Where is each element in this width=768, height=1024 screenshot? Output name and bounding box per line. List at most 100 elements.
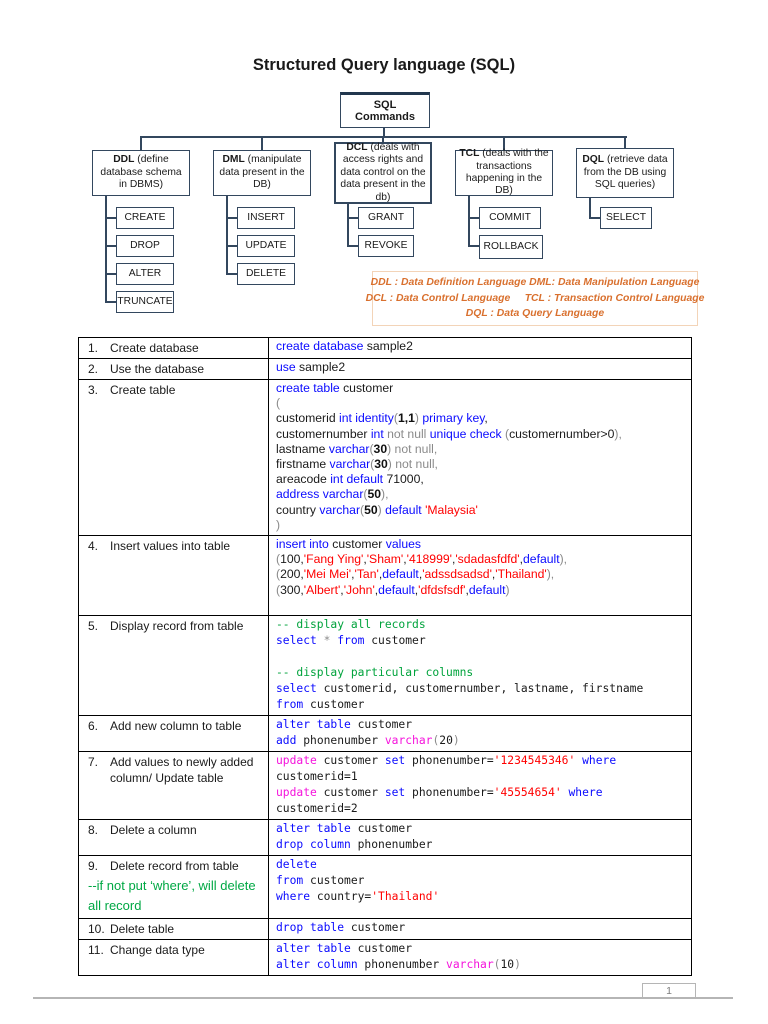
row-number: 2. — [88, 362, 99, 376]
row-number: 10. — [88, 922, 105, 937]
table-row: 2.Use the database use sample2 — [78, 358, 692, 380]
task-label-cell: 1. Create database — [78, 337, 269, 359]
category-label: DQL (retrieve data from the DB using SQL… — [582, 154, 668, 191]
diagram-command-truncate: TRUNCATE — [116, 291, 174, 313]
connector-line — [105, 273, 116, 275]
sql-commands-diagram: SQL Commands DDL (define database schema… — [0, 0, 768, 340]
code-line: add phonenumber varchar(20) — [276, 734, 460, 748]
row-label: Add values to newly added column/ Update… — [110, 755, 254, 786]
task-label-cell: 8.Delete a column — [78, 819, 269, 857]
table-row: 6.Add new column to table alter table cus… — [78, 715, 692, 753]
code-line: lastname varchar(30) not null, — [276, 441, 438, 456]
sql-code-cell: insert into customer values(100,'Fang Yi… — [268, 535, 692, 617]
diagram-category-ddl: DDL (define database schema in DBMS) — [92, 150, 190, 196]
legend-line: DDL : Data Definition Language DML: Data… — [370, 277, 700, 289]
row-label: Create database — [110, 341, 199, 355]
task-label-cell: 5. Display record from table — [78, 615, 269, 717]
code-line: ) — [276, 517, 281, 532]
sql-examples-table: 1. Create database create database sample2… — [78, 337, 692, 977]
row-number: 5. — [88, 619, 99, 634]
row-label: Insert values into table — [110, 539, 231, 554]
row-number: 7. — [88, 755, 99, 770]
diagram-command-commit: COMMIT — [479, 207, 541, 229]
connector-line — [105, 301, 116, 303]
category-label: DML (manipulate data present in the DB) — [219, 154, 305, 191]
connector-line — [347, 204, 349, 247]
connector-line — [589, 198, 591, 219]
code-line: create table customer — [276, 381, 394, 395]
code-line: where country='Thailand' — [276, 890, 440, 904]
code-line: update customer set phonenumber='1234545… — [276, 754, 617, 768]
connector-line — [105, 196, 107, 303]
row-number: 4. — [88, 539, 99, 554]
connector-line — [105, 217, 116, 219]
code-line: alter table customer — [276, 718, 413, 732]
sql-code-cell: delete from customer where country='Thaila… — [268, 855, 692, 920]
code-line: ( — [276, 396, 281, 411]
connector-line — [105, 245, 116, 247]
connector-line — [468, 196, 470, 247]
diagram-root-label: SQL Commands — [355, 98, 415, 123]
row-note: --if not put ‘where’, will delete all re… — [88, 878, 256, 914]
diagram-command-rollback: ROLLBACK — [479, 235, 543, 259]
row-number: 11. — [88, 943, 104, 958]
diagram-command-select: SELECT — [600, 207, 652, 229]
code-line: from customer — [276, 874, 365, 888]
row-label: Display record from table — [110, 619, 244, 634]
code-line: -- display particular columns — [276, 666, 474, 680]
task-label-cell: 2.Use the database — [78, 358, 269, 380]
code-line: select customerid, customernumber, lastn… — [276, 682, 644, 696]
connector-line — [589, 217, 600, 219]
sql-code-cell: drop table customer — [268, 918, 692, 941]
code-line: customerid int identity(1,1) primary key… — [276, 411, 488, 426]
diagram-root-box: SQL Commands — [340, 92, 430, 128]
code-line: areacode int default 71000, — [276, 472, 424, 487]
code-line: select * from customer — [276, 634, 426, 648]
code-line: insert into customer values — [276, 537, 421, 552]
category-label: TCL (deals with the transactions happeni… — [459, 148, 549, 197]
footer-divider — [33, 997, 733, 999]
task-label-cell: 9.Delete record from table--if not put ‘… — [78, 855, 269, 920]
code-line: alter column phonenumber varchar(10) — [276, 958, 521, 972]
row-number: 3. — [88, 383, 99, 397]
row-label: Create table — [110, 383, 176, 397]
legend-line: DQL : Data Query Language — [465, 308, 605, 320]
diagram-command-delete: DELETE — [237, 263, 295, 285]
code-line: customernumber int not null unique check… — [276, 426, 622, 441]
code-line: customerid=1 — [276, 770, 358, 784]
task-label-cell: 6.Add new column to table — [78, 715, 269, 753]
sql-code-cell: create database sample2 — [268, 337, 692, 359]
diagram-command-update: UPDATE — [237, 235, 295, 257]
code-line: use sample2 — [276, 360, 346, 374]
connector-line — [140, 136, 142, 150]
code-line: alter table customer — [276, 822, 413, 836]
code-line: from customer — [276, 698, 365, 712]
diagram-command-create: CREATE — [116, 207, 174, 229]
sql-table-body: 1. Create database create database sample2… — [78, 337, 692, 977]
connector-line — [503, 136, 505, 150]
diagram-category-tcl: TCL (deals with the transactions happeni… — [455, 148, 553, 197]
sql-code-cell: create table customer(customerid int ide… — [268, 378, 692, 537]
connector-line — [226, 245, 237, 247]
diagram-command-revoke: REVOKE — [358, 235, 414, 257]
code-line: update customer set phonenumber='4555465… — [276, 786, 603, 800]
table-row: 5. Display record from table -- display al… — [78, 615, 692, 717]
connector-line — [468, 245, 479, 247]
code-line: delete — [276, 858, 317, 872]
connector-line — [468, 217, 479, 219]
sql-code-cell: update customer set phonenumber='1234545… — [268, 751, 692, 821]
code-line: create database sample2 — [276, 339, 413, 353]
connector-line — [624, 136, 626, 148]
row-number: 1. — [88, 341, 99, 355]
connector-line — [347, 217, 358, 219]
connector-line — [382, 136, 384, 142]
table-row: 4. Insert values into table insert into cu… — [78, 535, 692, 617]
row-label: Delete a column — [110, 823, 197, 838]
task-label-cell: 3. Create table — [78, 378, 269, 537]
code-line: address varchar(50), — [276, 487, 389, 502]
